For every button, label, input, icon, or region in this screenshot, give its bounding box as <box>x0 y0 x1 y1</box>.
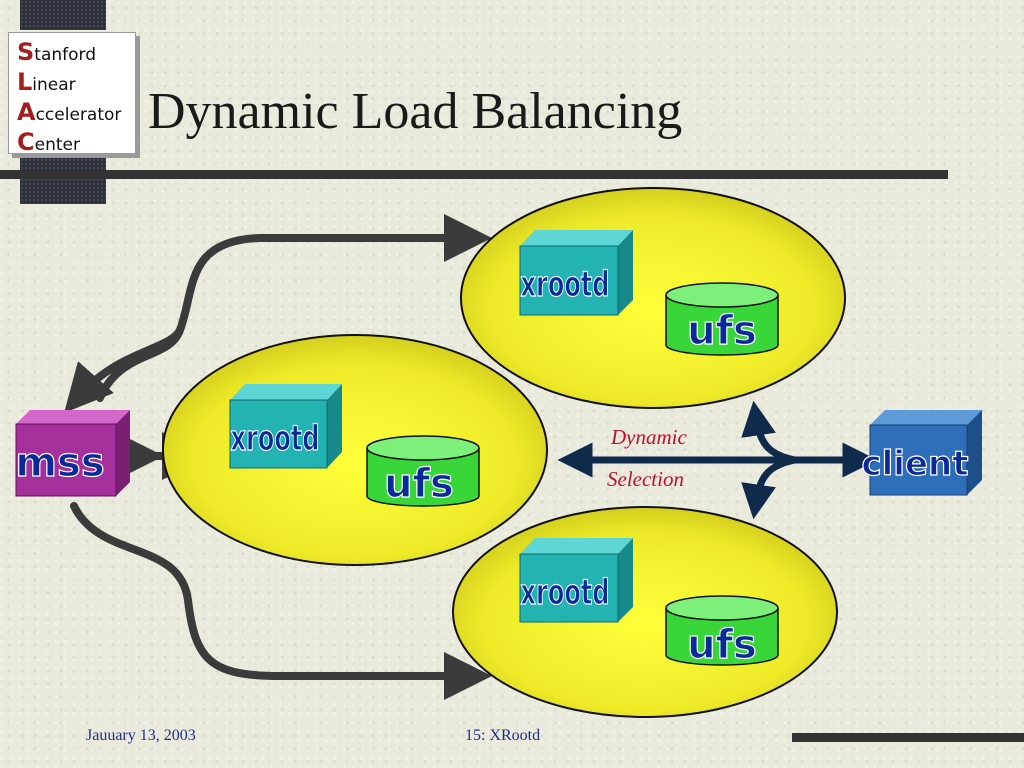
selection-arrow-up <box>741 400 796 464</box>
ufs-disk-middle <box>366 435 480 507</box>
xrootd-label-top: xrootd <box>521 265 610 306</box>
logo-line-2: Linear <box>17 68 76 96</box>
ufs-disk-top <box>665 282 779 356</box>
selection-arrow-down <box>741 456 796 520</box>
arrow-mss-to-top <box>96 214 492 402</box>
arrow-mss-to-bottom <box>70 502 492 700</box>
server-node-middle <box>162 334 548 566</box>
decor-tile-top <box>20 0 106 30</box>
logo-line-3: Accelerator <box>17 98 122 126</box>
arrow-top-back <box>64 327 184 413</box>
ufs-disk-bottom <box>665 595 779 666</box>
selection-label-line2: Selection <box>607 467 684 491</box>
xrootd-label-bottom: xrootd <box>521 573 610 614</box>
server-node-bottom <box>452 506 838 718</box>
xrootd-label-middle: xrootd <box>231 419 320 460</box>
mss-label: mss <box>15 440 104 486</box>
server-node-top <box>460 187 846 409</box>
xrootd-cube-middle <box>229 384 342 469</box>
footer-page: 15: XRootd <box>465 727 541 744</box>
slide-title: Dynamic Load Balancing <box>148 83 683 140</box>
footer-rule <box>792 733 1024 742</box>
decor-tile-bottom <box>20 154 106 204</box>
ufs-label-top: ufs <box>687 308 757 354</box>
selection-label-line1: Dynamic <box>611 425 687 449</box>
client-block <box>869 410 982 496</box>
title-rule <box>0 170 948 179</box>
xrootd-cube-top <box>519 230 633 316</box>
logo-line-1: Stanford <box>17 38 97 66</box>
xrootd-cube-bottom <box>519 538 633 623</box>
logo-line-4: Center <box>17 128 80 156</box>
ufs-label-middle: ufs <box>384 461 454 507</box>
ufs-label-bottom: ufs <box>687 622 757 668</box>
client-label: client <box>862 444 969 484</box>
slac-logo: Stanford Linear Accelerator Center <box>8 32 136 156</box>
footer-date: Jauuary 13, 2003 <box>86 727 196 744</box>
mss-block <box>15 410 130 497</box>
